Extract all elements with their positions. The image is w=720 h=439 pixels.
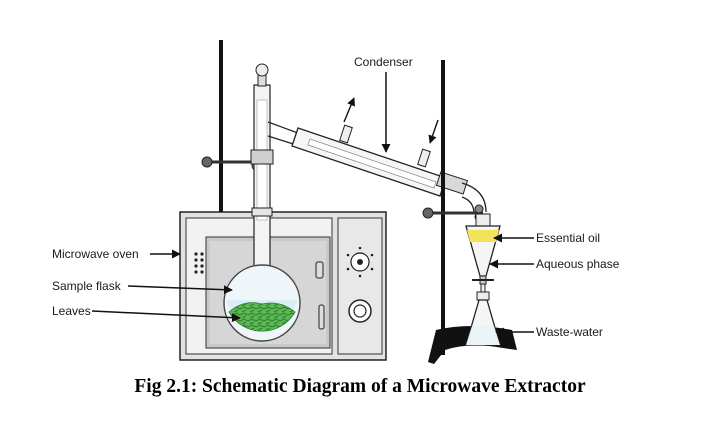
aqueous-phase-label: Aqueous phase [536, 257, 620, 271]
sample-flask-label: Sample flask [52, 279, 122, 293]
leaves-pointer [91, 310, 241, 323]
oven-vent-dots [194, 252, 204, 274]
water-in-arrow [428, 119, 439, 144]
right-stand-rod [441, 60, 445, 355]
flask-stopper [255, 63, 269, 87]
right-clamp [422, 204, 484, 222]
condenser-label: Condenser [354, 55, 413, 69]
sample-flask [223, 264, 301, 342]
left-stand-rod [219, 40, 223, 358]
leaves-in-flask [228, 302, 296, 332]
essential-oil-label: Essential oil [536, 231, 600, 245]
collection-flask [465, 291, 501, 346]
sample-flask-pointer [127, 285, 233, 295]
essential-oil-layer [467, 230, 499, 242]
separatory-funnel [465, 213, 501, 295]
microwave-oven-label: Microwave oven [52, 247, 139, 261]
condenser [267, 121, 487, 215]
water-out-arrow [343, 97, 355, 123]
timer-dial-icon [346, 246, 374, 278]
waste-water-label: Waste-water [536, 325, 603, 339]
power-dial-icon [348, 299, 372, 323]
leaves-label: Leaves [52, 304, 91, 318]
oven-control-panel [337, 217, 383, 355]
flask-neck [250, 84, 274, 268]
figure-caption: Fig 2.1: Schematic Diagram of a Microwav… [134, 376, 586, 397]
